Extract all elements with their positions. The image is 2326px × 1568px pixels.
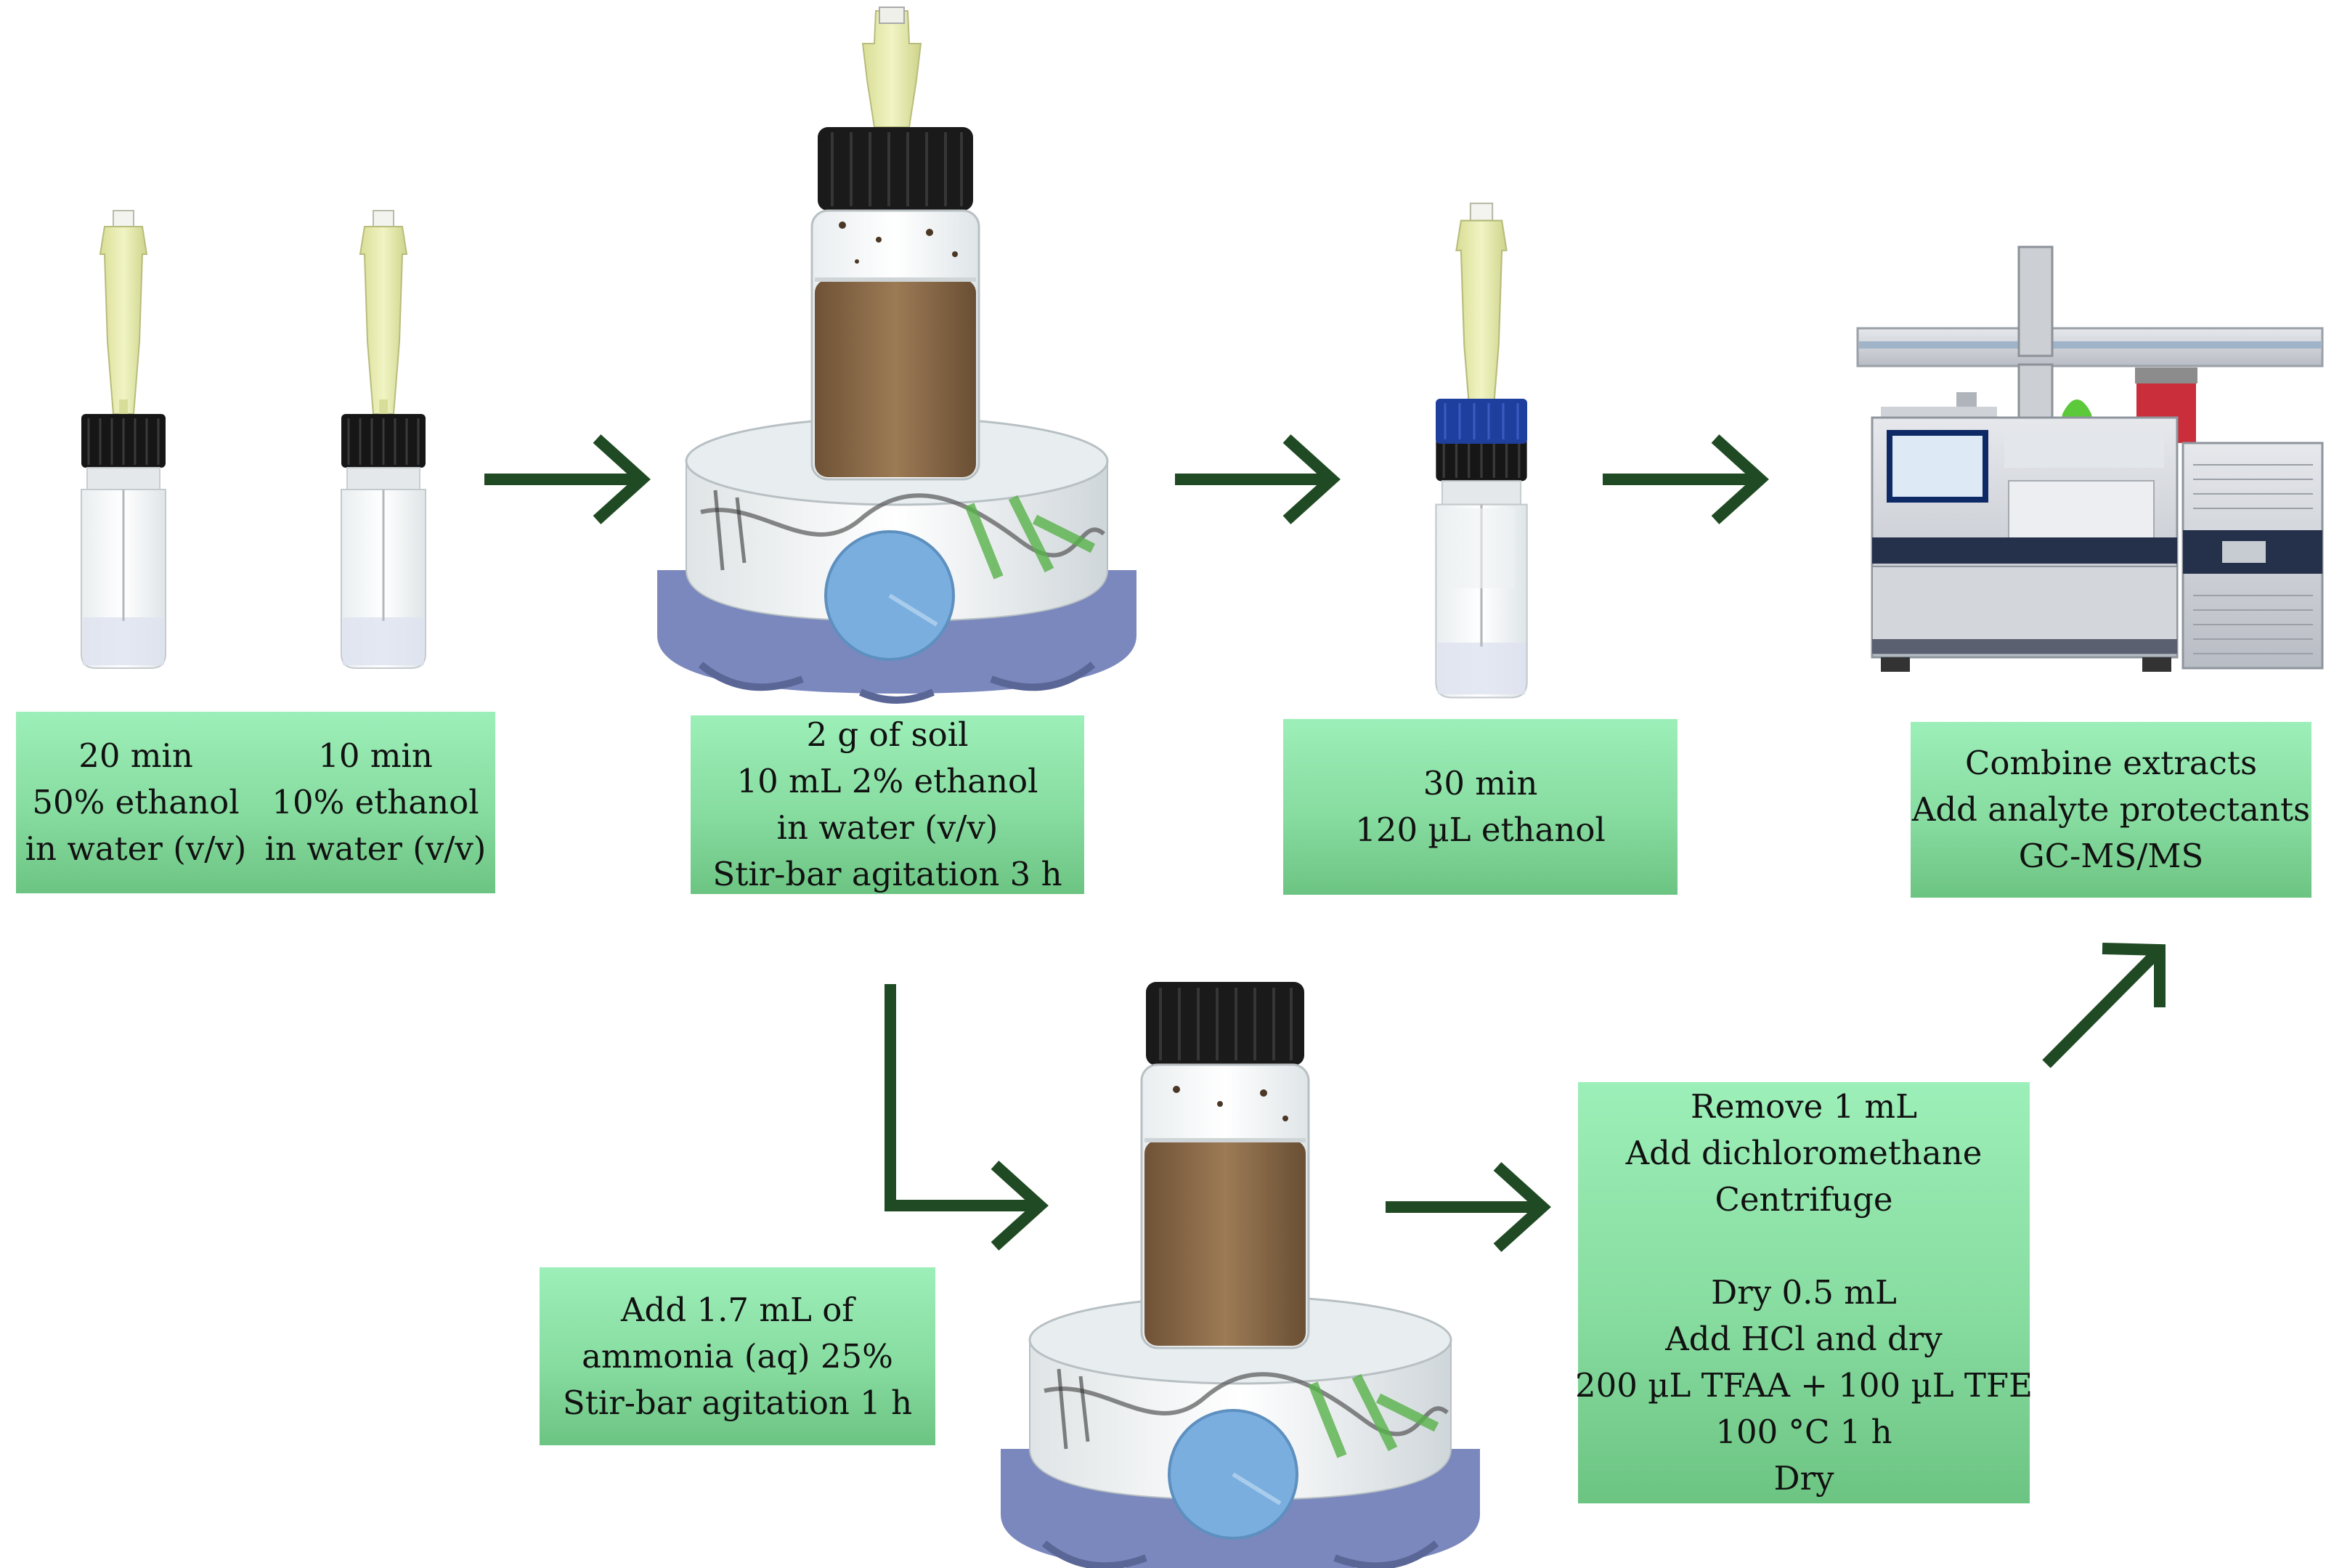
filter-vial-icon [340,209,427,670]
extraction-line: in water (v/v) [776,808,999,847]
arrow-icon [1603,434,1769,524]
extraction-line: 10 mL 2% ethanol [736,762,1038,800]
derivatization-line: 100 °C 1 h [1715,1413,1892,1451]
extraction-line: 2 g of soil [806,715,969,754]
arrow-icon [484,434,651,524]
final-line: Add analyte protectants [1911,790,2311,829]
ammonia-line: Add 1.7 mL of [621,1290,854,1329]
derivatization-line: Add HCl and dry [1665,1320,1943,1358]
arrow-icon [1386,1162,1551,1252]
derivatization-line: Remove 1 mL [1690,1087,1918,1126]
gc-ms-instrument-icon [1856,245,2324,672]
soil-vial-on-stirrer-icon [1001,982,1480,1568]
ammonia-line: Stir-bar agitation 1 h [562,1383,913,1422]
prewash-col2-line: 10% ethanol [272,783,479,821]
derivatization-line: Dry 0.5 mL [1711,1273,1897,1312]
prewash-col1-line: 50% ethanol [32,783,240,821]
final-line: GC-MS/MS [2018,837,2204,875]
elution-line: 120 µL ethanol [1355,811,1606,849]
ammonia-box: Add 1.7 mL of ammonia (aq) 25% Stir-bar … [540,1267,935,1445]
blue-cap-vial-icon [1436,399,1527,588]
elution-box: 30 min 120 µL ethanol [1283,719,1678,895]
elution-line: 30 min [1423,764,1538,803]
extraction-line: Stir-bar agitation 3 h [712,855,1062,893]
prewash-col1-line: 20 min [78,736,193,775]
arrows [484,434,2166,1252]
prewash-box: 20 min 50% ethanol in water (v/v) 10 min… [16,712,495,893]
arrow-icon [885,984,1049,1251]
arrow-icon [1175,434,1341,524]
prewash-col-1: 20 min 50% ethanol in water (v/v) [16,712,256,893]
final-line: Combine extracts [1964,744,2258,782]
final-analysis-box: Combine extracts Add analyte protectants… [1911,722,2311,898]
derivatization-box: Remove 1 mL Add dichloromethane Centrifu… [1575,1082,2033,1503]
derivatization-line: 200 µL TFAA + 100 µL TFE [1575,1366,2033,1405]
derivatization-line: Add dichloromethane [1625,1134,1983,1172]
prewash-col-2: 10 min 10% ethanol in water (v/v) [256,712,495,893]
extraction-box: 2 g of soil 10 mL 2% ethanol in water (v… [691,715,1084,894]
derivatization-line: Centrifuge [1715,1180,1893,1219]
prewash-col1-line: in water (v/v) [25,829,247,868]
soil-vial-on-stirrer-icon [657,7,1136,700]
ammonia-line: ammonia (aq) 25% [582,1336,893,1376]
prewash-col2-line: 10 min [318,736,433,775]
arrow-icon [2042,943,2166,1068]
prewash-col2-line: in water (v/v) [264,829,487,868]
small-filter-vial-icon [1434,202,1529,699]
derivatization-line: Dry [1773,1459,1834,1498]
filter-vial-icon [80,209,167,670]
